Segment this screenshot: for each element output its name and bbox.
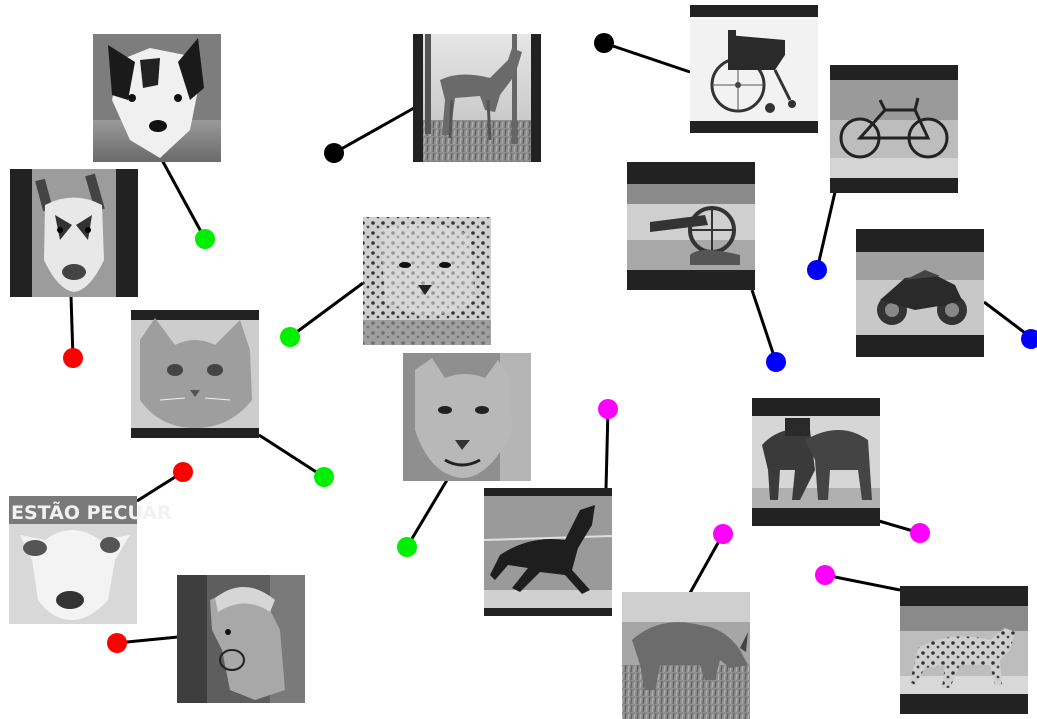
photo-motorcycle[interactable] [856, 229, 984, 357]
dot-cat[interactable] [314, 467, 334, 487]
photo-cannon[interactable] [627, 162, 755, 290]
connector-cougar [405, 479, 449, 548]
photo-cougar[interactable] [403, 353, 531, 481]
connector-deer [333, 106, 415, 155]
connector-pony [116, 635, 179, 645]
cluster-dots [63, 33, 1037, 653]
dot-motorcycle[interactable] [1021, 329, 1037, 349]
photo-rhino[interactable] [622, 592, 750, 719]
dot-bicycle[interactable] [807, 260, 827, 280]
dot-pony[interactable] [107, 633, 127, 653]
connector-cheetah [824, 573, 901, 592]
dot-cheetah[interactable] [815, 565, 835, 585]
connector-wheelchair [603, 41, 691, 74]
dot-wheelchair[interactable] [594, 33, 614, 53]
connector-leopard [289, 281, 364, 339]
photo-cheetah[interactable] [900, 586, 1028, 714]
dot-elephant[interactable] [910, 523, 930, 543]
dot-cougar[interactable] [397, 537, 417, 557]
photo-horse[interactable] [483, 488, 613, 616]
photo-llama[interactable] [10, 169, 138, 297]
photo-deer[interactable] [413, 34, 541, 162]
photo-wheelchair[interactable] [690, 5, 818, 133]
photo-horse-pony[interactable] [177, 575, 305, 703]
dot-horse[interactable] [598, 399, 618, 419]
connector-cannon [750, 289, 778, 363]
photo-cat[interactable] [131, 310, 259, 438]
dot-dog[interactable] [195, 229, 215, 249]
dot-deer[interactable] [324, 143, 344, 163]
photo-leopard[interactable] [363, 217, 491, 345]
connector-dog [160, 159, 207, 240]
photo-cow[interactable]: ESTÃO PECUÁR [9, 496, 172, 624]
connector-lines [69, 41, 1034, 645]
dot-cow[interactable] [173, 462, 193, 482]
dot-rhino[interactable] [713, 524, 733, 544]
dot-cannon[interactable] [766, 352, 786, 372]
dot-leopard[interactable] [280, 327, 300, 347]
connector-bicycle [815, 191, 837, 271]
photo-dog[interactable] [93, 34, 221, 162]
dot-llama[interactable] [63, 348, 83, 368]
photo-bicycle[interactable] [830, 65, 958, 193]
connector-horse [604, 408, 610, 490]
connector-cat [258, 433, 325, 479]
connector-rhino [688, 533, 725, 594]
photo-elephant[interactable] [752, 398, 880, 526]
cow-sign-text: ESTÃO PECUÁR [11, 500, 172, 524]
connector-llama [69, 295, 75, 359]
